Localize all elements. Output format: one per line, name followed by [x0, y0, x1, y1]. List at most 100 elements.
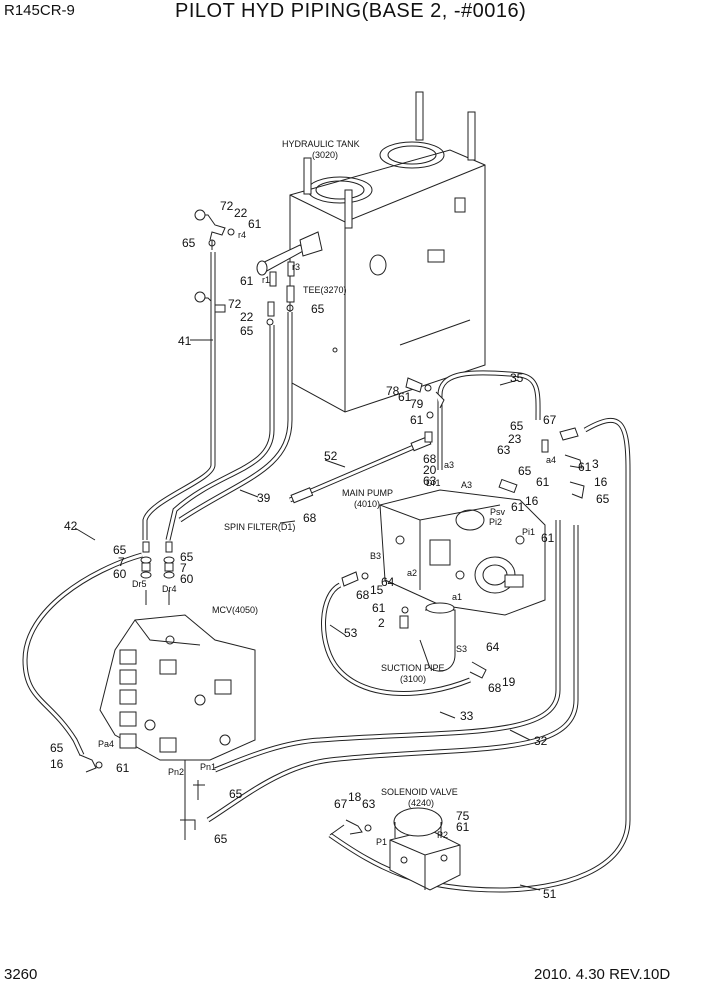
label-spin-filter: SPIN FILTER(D1)	[224, 522, 295, 532]
callout: 65	[518, 464, 532, 478]
hydraulic-tank	[289, 91, 486, 413]
callout: 35	[510, 371, 524, 385]
callout: 16	[525, 494, 539, 508]
callout: 68	[303, 511, 317, 525]
callout: 65	[50, 741, 64, 755]
port-p1: P1	[376, 837, 387, 847]
callout: 32	[534, 734, 548, 748]
callout: 7	[118, 555, 125, 569]
callout: 61	[240, 274, 254, 288]
callout: 65	[180, 550, 194, 564]
label-solenoid-valve-code: (4240)	[408, 798, 434, 808]
port-dr4: Dr4	[162, 584, 177, 594]
port-pa4: Pa4	[98, 739, 114, 749]
callout: 42	[64, 519, 78, 533]
callout: 68	[488, 681, 502, 695]
label-hydraulic-tank-code: (3020)	[312, 150, 338, 160]
callout: 61	[372, 601, 386, 615]
mcv-block	[99, 614, 256, 761]
port-a3-upper: A3	[461, 480, 472, 490]
callout: 65	[596, 492, 610, 506]
port-a3-lower: a3	[444, 460, 454, 470]
callout: 65	[240, 324, 254, 338]
callout: 19	[502, 675, 516, 689]
revision-date: 2010. 4.30 REV.10D	[534, 966, 671, 983]
callout: 65	[214, 832, 228, 846]
label-suction-pipe: SUCTION PIPE	[381, 663, 445, 673]
main-pump	[379, 489, 546, 616]
callout: 65	[510, 419, 524, 433]
tank-fitting-group	[256, 231, 323, 287]
callout: 61	[456, 820, 470, 834]
callout: 7	[180, 561, 187, 575]
callout: 61	[248, 217, 262, 231]
callout: 33	[460, 709, 474, 723]
port-pn2: Pn2	[168, 767, 184, 777]
port-b3: B3	[370, 551, 381, 561]
callout: 65	[311, 302, 325, 316]
port-p2: P2	[437, 830, 448, 840]
callout: 20	[423, 463, 437, 477]
callout: 60	[180, 572, 194, 586]
label-solenoid-valve: SOLENOID VALVE	[381, 787, 458, 797]
callout: 39	[257, 491, 271, 505]
callout: 67	[543, 413, 557, 427]
label-suction-pipe-code: (3100)	[400, 674, 426, 684]
label-mcv: MCV(4050)	[212, 605, 258, 615]
callout: 61	[541, 531, 555, 545]
callout: 18	[348, 790, 362, 804]
callout: 2	[378, 616, 385, 630]
page-title: PILOT HYD PIPING(BASE 2, -#0016)	[175, 0, 527, 22]
callout: 68	[423, 452, 437, 466]
callout: 65	[182, 236, 196, 250]
callout: 64	[486, 640, 500, 654]
port-a4: a4	[546, 455, 556, 465]
callout: 68	[356, 588, 370, 602]
page-number: 3260	[4, 966, 38, 983]
callout: 22	[234, 206, 248, 220]
callout: 61	[511, 500, 525, 514]
callout: 15	[370, 583, 384, 597]
callout: 72	[228, 297, 242, 311]
port-r1: r1	[262, 275, 270, 285]
port-dr5: Dr5	[132, 579, 147, 589]
label-tee: TEE(3270)	[303, 285, 347, 295]
port-psv: Psv	[490, 507, 506, 517]
port-pn1: Pn1	[200, 762, 216, 772]
callout: 61	[536, 475, 550, 489]
solenoid-valve	[389, 807, 461, 891]
callout: 63	[423, 474, 437, 488]
callout: 67	[334, 797, 348, 811]
model-code: R145CR-9	[4, 2, 75, 19]
callout: 22	[240, 310, 254, 324]
callout: 72	[220, 199, 234, 213]
callout: 63	[497, 443, 511, 457]
callout: 79	[410, 397, 424, 411]
callout: 61	[578, 460, 592, 474]
callout: 60	[113, 567, 127, 581]
callout: 61	[398, 390, 412, 404]
callout: 52	[324, 449, 338, 463]
callout: 78	[386, 384, 400, 398]
callout: 75	[456, 809, 470, 823]
port-a2: a2	[407, 568, 417, 578]
label-main-pump: MAIN PUMP	[342, 488, 393, 498]
port-pi1: Pi1	[522, 527, 535, 537]
port-s3: S3	[456, 644, 467, 654]
port-a1: a1	[452, 592, 462, 602]
label-hydraulic-tank: HYDRAULIC TANK	[282, 139, 360, 149]
port-dr1: Dr1	[426, 478, 441, 488]
label-main-pump-code: (4010)	[354, 499, 380, 509]
callout: 23	[508, 432, 522, 446]
callout: 51	[543, 887, 557, 901]
port-pi2: Pi2	[489, 517, 502, 527]
callout: 41	[178, 334, 192, 348]
port-r4: r4	[238, 230, 246, 240]
callout: 65	[229, 787, 243, 801]
callout: 64	[381, 575, 395, 589]
callout: 3	[592, 457, 599, 471]
callout: 53	[344, 626, 358, 640]
callout: 16	[594, 475, 608, 489]
callout: 65	[113, 543, 127, 557]
